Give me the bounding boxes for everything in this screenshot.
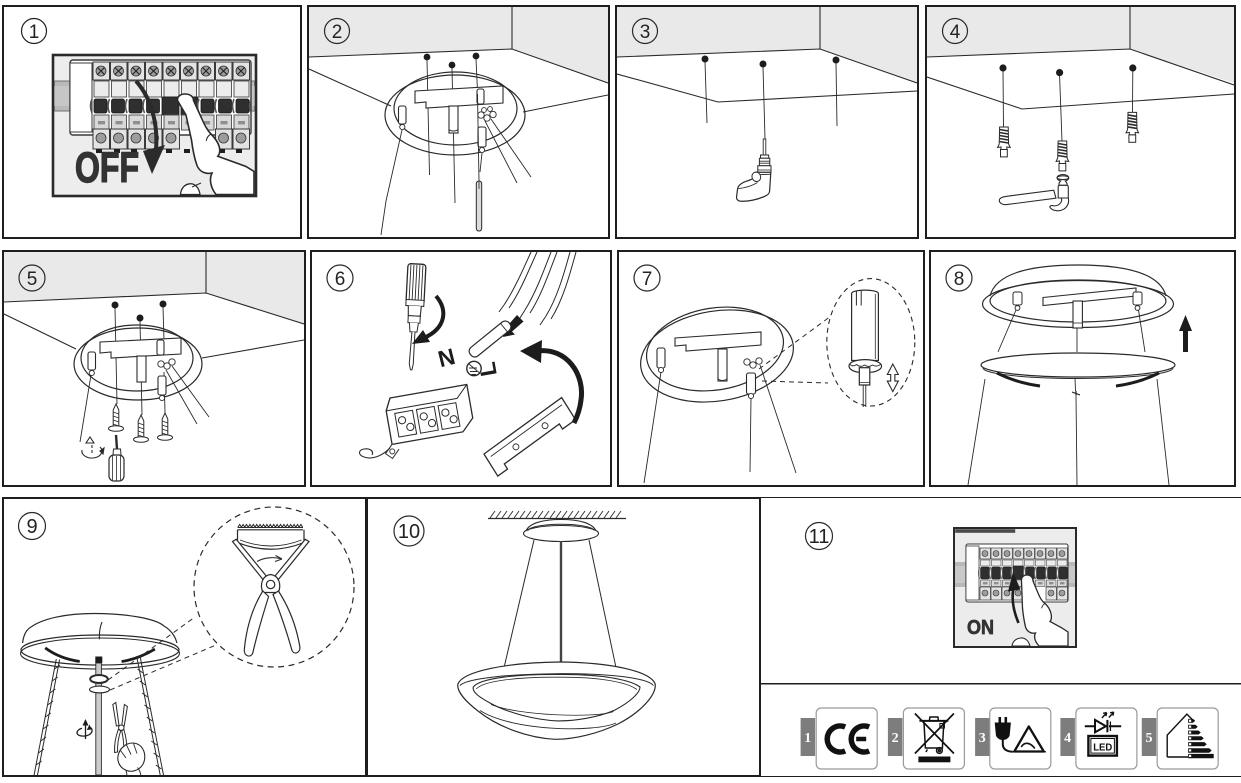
svg-text:2: 2 [892, 731, 899, 746]
svg-text:5: 5 [1146, 731, 1153, 746]
svg-text:5: 5 [27, 269, 38, 290]
svg-text:ON: ON [967, 617, 994, 639]
svg-text:6: 6 [335, 269, 346, 290]
svg-text:8: 8 [954, 269, 965, 290]
svg-text:10: 10 [398, 521, 420, 543]
svg-text:9: 9 [26, 516, 37, 538]
svg-text:2: 2 [332, 22, 343, 43]
svg-text:LED: LED [1093, 742, 1112, 754]
svg-text:3: 3 [979, 731, 986, 746]
svg-text:7: 7 [642, 269, 653, 290]
svg-text:1: 1 [29, 22, 40, 43]
svg-text:4: 4 [1064, 731, 1071, 746]
svg-text:1: 1 [804, 731, 811, 746]
svg-text:3: 3 [640, 22, 651, 43]
svg-text:11: 11 [809, 526, 830, 548]
svg-text:L: L [474, 360, 502, 378]
svg-text:N: N [435, 343, 457, 372]
svg-text:4: 4 [950, 22, 961, 43]
svg-text:OFF: OFF [75, 144, 139, 192]
